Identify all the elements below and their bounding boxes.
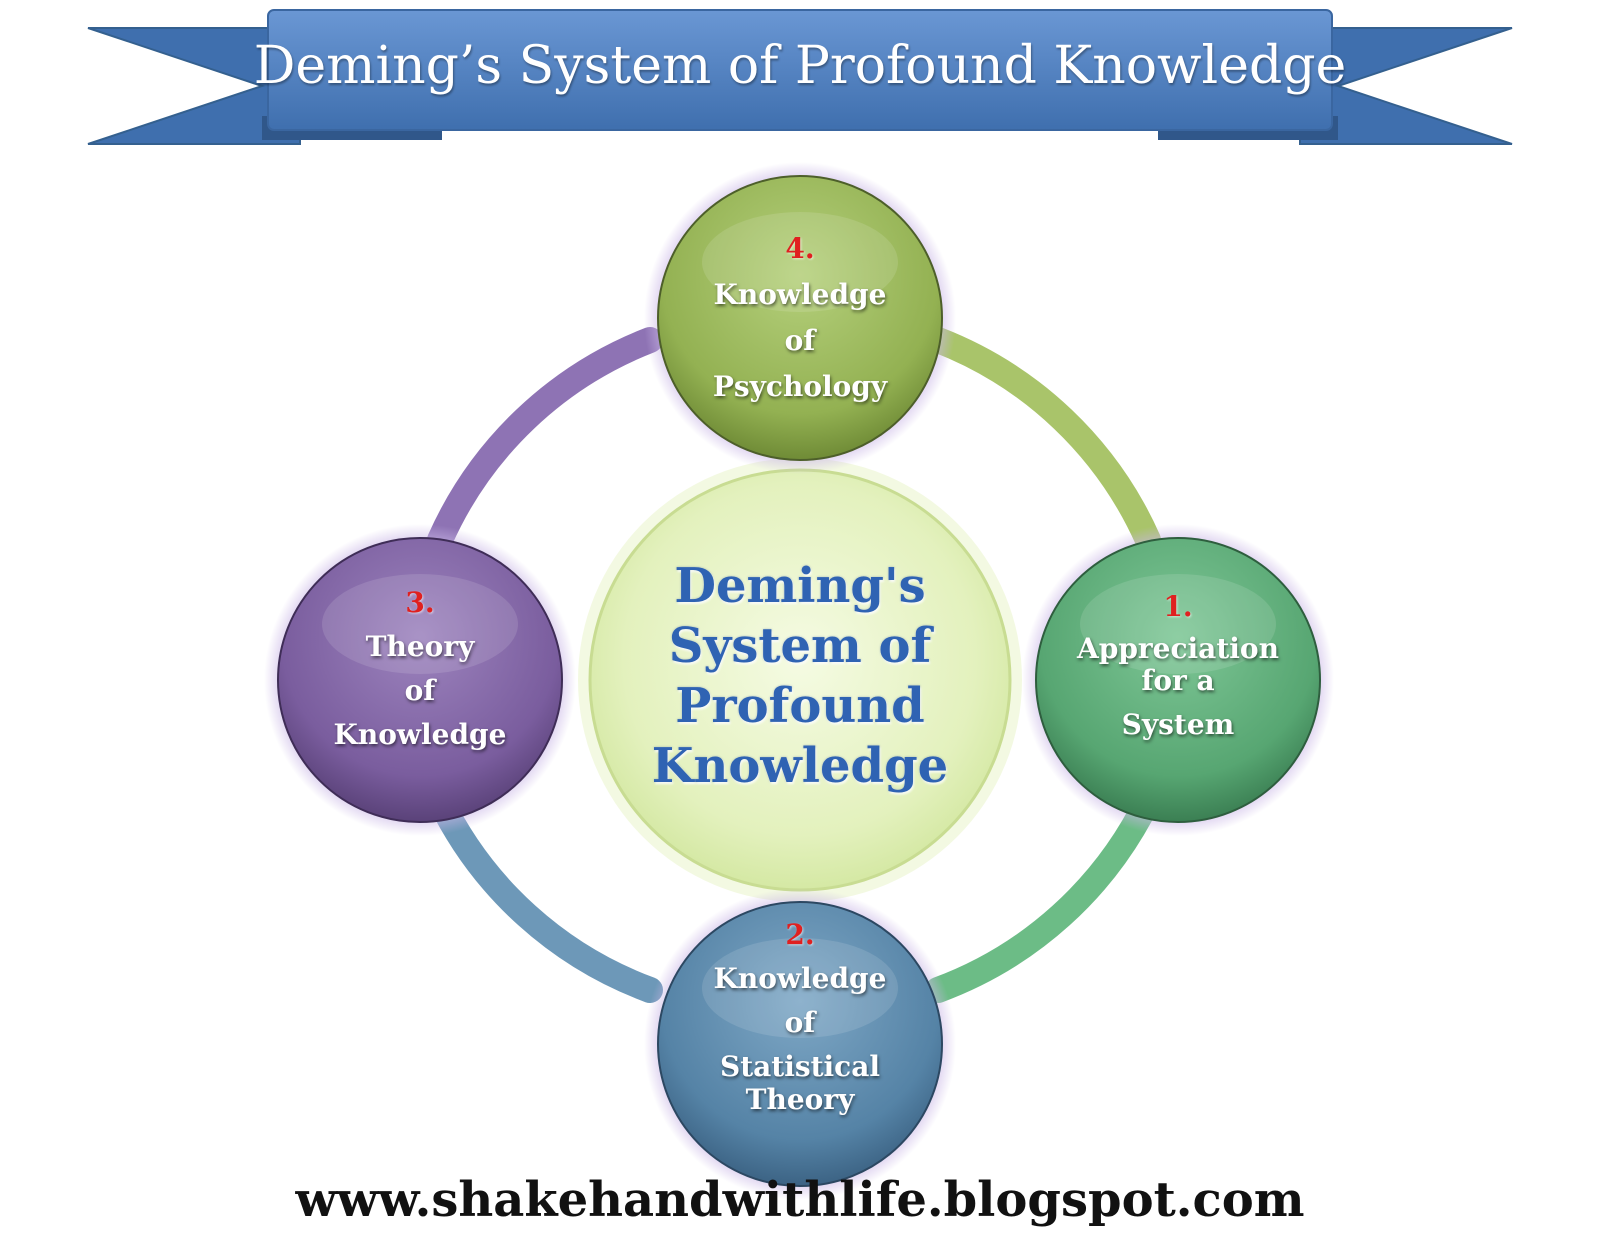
node-line: Theory bbox=[365, 630, 475, 663]
node-circle-bottom bbox=[644, 888, 956, 1200]
center-line: System of bbox=[668, 618, 932, 674]
center-label: Deming's System of Profound Knowledge bbox=[594, 556, 1006, 796]
node-bottom-label: 2. Knowledge of Statistical Theory bbox=[660, 918, 940, 1116]
node-line: Knowledge bbox=[713, 278, 887, 311]
footer-url: www.shakehandwithlife.blogspot.com bbox=[295, 1172, 1305, 1228]
center-line: Deming's bbox=[674, 558, 926, 614]
title-banner bbox=[87, 9, 1513, 145]
connector-ring bbox=[427, 327, 1161, 1003]
node-number: 4. bbox=[785, 232, 815, 265]
node-circle-top bbox=[644, 162, 956, 474]
node-line: Knowledge bbox=[333, 718, 507, 752]
node-circle-right bbox=[1022, 524, 1334, 836]
node-line: Knowledge bbox=[713, 962, 887, 995]
node-circle-left bbox=[264, 524, 576, 836]
banner-title: Deming’s System of Profound Knowledge bbox=[253, 36, 1347, 96]
center-circle bbox=[578, 458, 1022, 902]
node-number: 3. bbox=[405, 586, 435, 619]
arc-bottom-left bbox=[427, 787, 663, 1003]
node-left-label: 3. Theory of Knowledge bbox=[280, 586, 560, 752]
arc-right-bottom bbox=[925, 787, 1161, 1003]
node-line: Appreciation bbox=[1077, 632, 1279, 665]
node-line: of bbox=[404, 674, 436, 708]
node-line: System bbox=[1121, 708, 1235, 742]
arc-left-top bbox=[427, 327, 663, 553]
node-line: of bbox=[784, 1006, 816, 1040]
arc-top-right bbox=[925, 327, 1161, 553]
center-line: Knowledge bbox=[651, 738, 949, 794]
node-line: Statistical bbox=[719, 1050, 881, 1084]
node-line: for a bbox=[1141, 664, 1215, 698]
node-number: 1. bbox=[1163, 590, 1193, 623]
node-line: of bbox=[784, 324, 816, 358]
node-right-label: 1. Appreciation for a System bbox=[1038, 590, 1318, 742]
node-line: Psychology bbox=[712, 370, 888, 404]
node-number: 2. bbox=[785, 918, 815, 951]
center-line: Profound bbox=[675, 678, 925, 734]
node-line: Theory bbox=[745, 1082, 855, 1116]
node-top-label: 4. Knowledge of Psychology bbox=[660, 232, 940, 404]
